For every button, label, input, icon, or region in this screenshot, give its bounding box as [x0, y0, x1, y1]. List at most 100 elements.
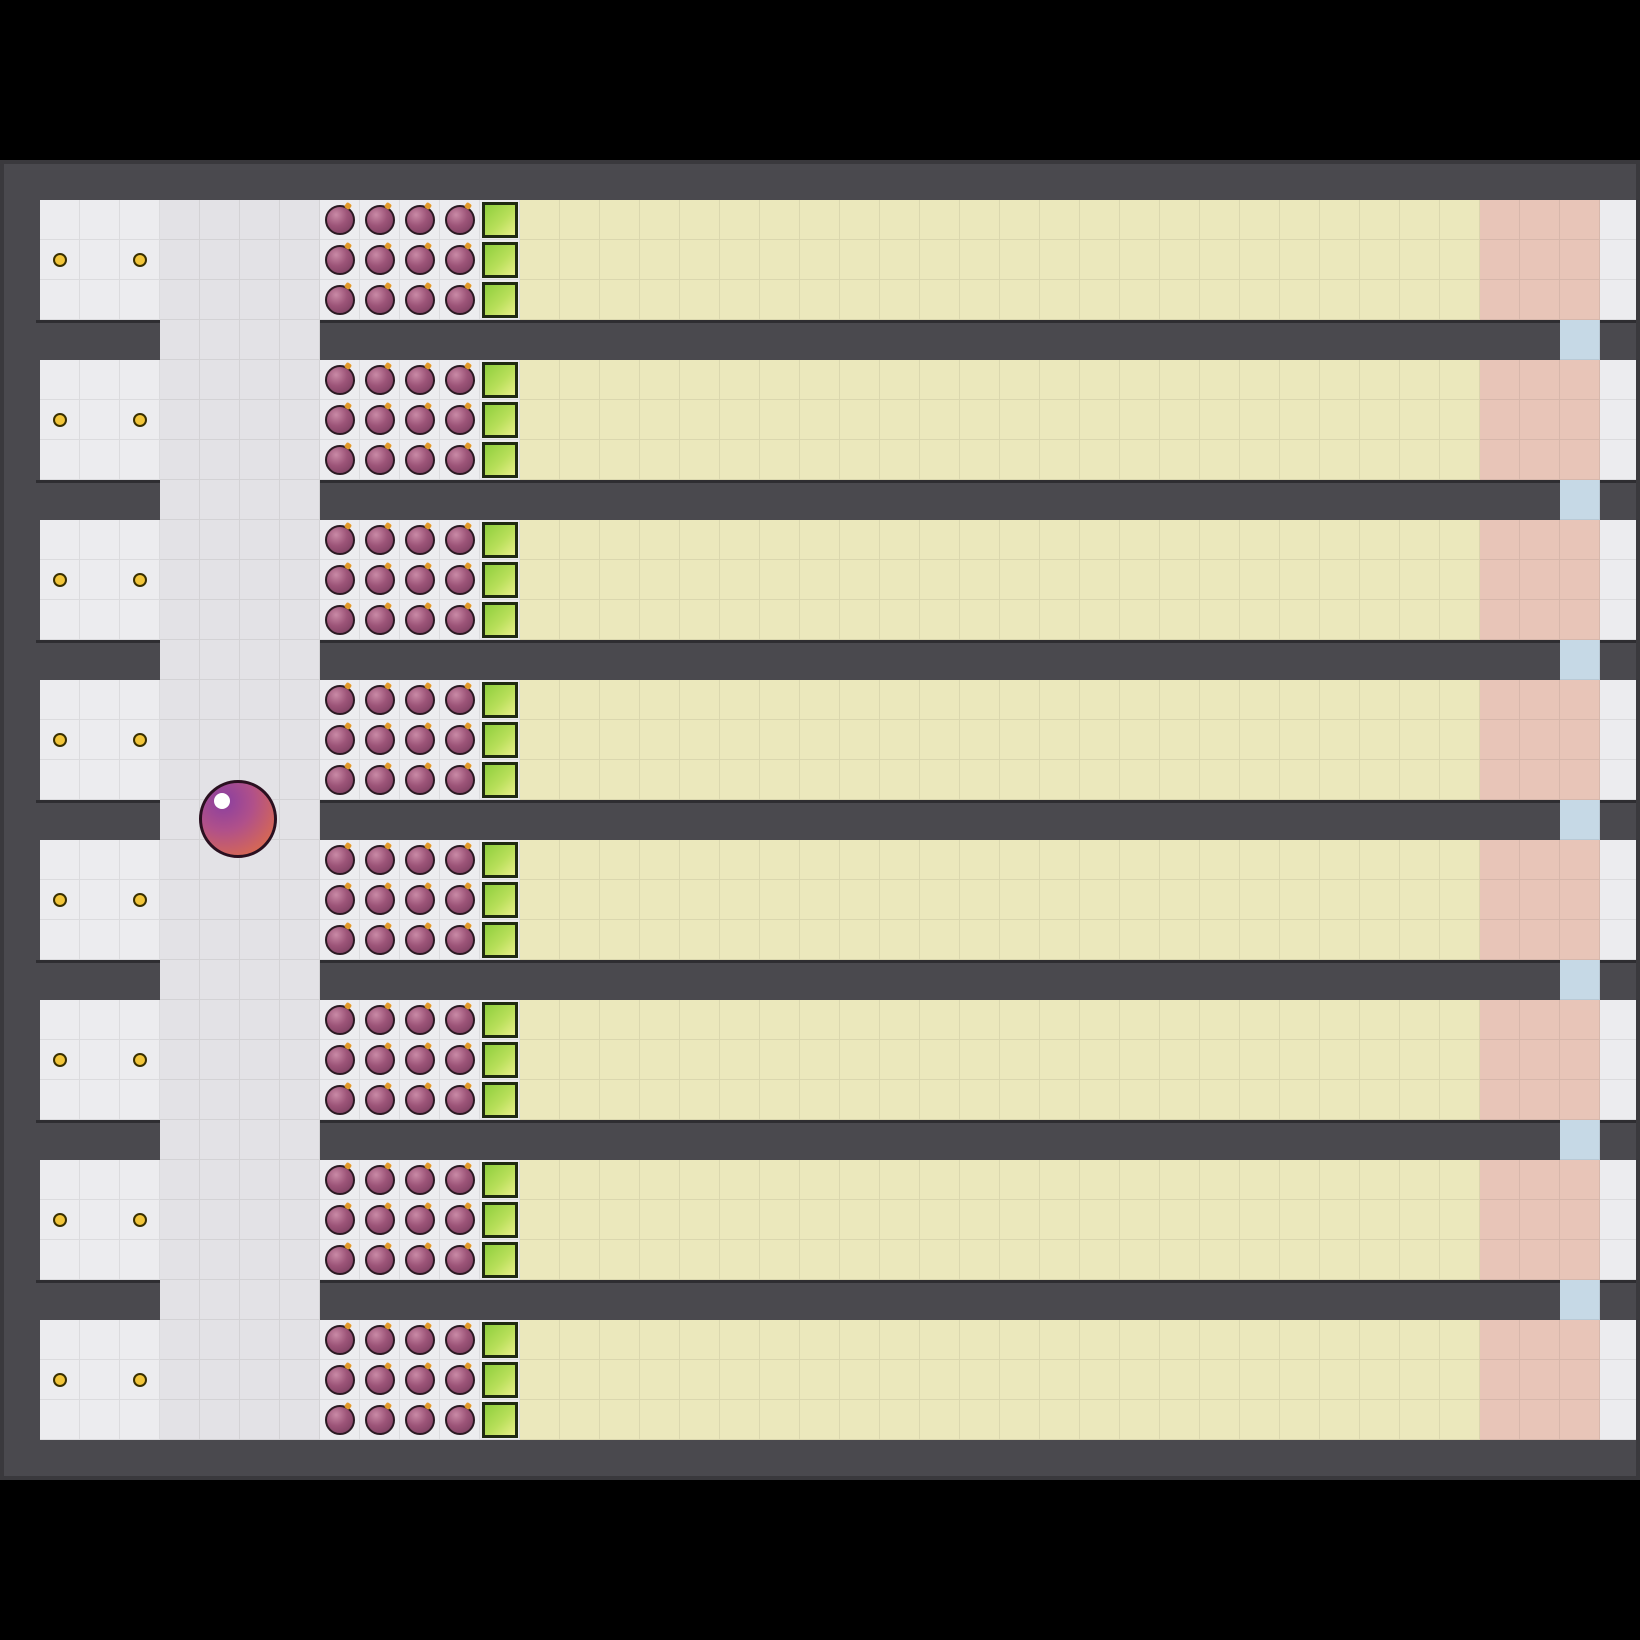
tile-grass: [1440, 920, 1480, 960]
tile-grass: [800, 1080, 840, 1120]
tile-danger: [1520, 520, 1560, 560]
tile-corridor: [160, 1240, 200, 1280]
tile-grass: [720, 520, 760, 560]
tile-grass: [1360, 680, 1400, 720]
tile-corridor: [240, 960, 280, 1000]
tile-grass: [680, 1000, 720, 1040]
tile-grass: [1120, 520, 1160, 560]
tile-grass: [1040, 1160, 1080, 1200]
tile-grass: [520, 1360, 560, 1400]
tile-grass: [1000, 440, 1040, 480]
tile-grass: [800, 560, 840, 600]
tile-grass: [800, 520, 840, 560]
tile-danger: [1480, 560, 1520, 600]
tile-corridor: [280, 480, 320, 520]
tile-grass: [1400, 1160, 1440, 1200]
tile-danger: [1560, 760, 1600, 800]
tile-grass: [1120, 1360, 1160, 1400]
tile-goal: [1600, 1040, 1640, 1080]
tile-floor: [120, 360, 160, 400]
wall-segment: [320, 1280, 1560, 1320]
tile-grass: [1200, 600, 1240, 640]
tile-grass: [680, 520, 720, 560]
tile-grass: [1240, 600, 1280, 640]
tile-grass: [680, 200, 720, 240]
tile-floor: [80, 920, 120, 960]
tile-corridor: [280, 640, 320, 680]
tile-danger: [1560, 1040, 1600, 1080]
tile-grass: [960, 1000, 1000, 1040]
tile-grass: [1040, 920, 1080, 960]
tile-floor: [80, 240, 120, 280]
wall-segment: [320, 320, 1560, 360]
tile-floor: [120, 1160, 160, 1200]
tile-danger: [1480, 1200, 1520, 1240]
tile-grass: [1400, 840, 1440, 880]
tile-grass: [1160, 1080, 1200, 1120]
tile-grass: [1280, 880, 1320, 920]
tile-corridor: [280, 1080, 320, 1120]
tile-corridor: [240, 680, 280, 720]
tile-danger: [1520, 200, 1560, 240]
tile-grass: [1000, 1400, 1040, 1440]
tile-floor: [40, 1080, 80, 1120]
tile-grass: [840, 400, 880, 440]
tile-grass: [600, 1320, 640, 1360]
tile-grass: [560, 720, 600, 760]
bomb-icon: [365, 1085, 395, 1115]
tile-grass: [1200, 760, 1240, 800]
tile-grass: [800, 240, 840, 280]
tile-grass: [1240, 1040, 1280, 1080]
tile-goal: [1600, 600, 1640, 640]
tile-floor: [80, 880, 120, 920]
tile-corridor: [280, 440, 320, 480]
bomb-icon: [365, 605, 395, 635]
tile-grass: [520, 280, 560, 320]
tile-grass: [840, 760, 880, 800]
bomb-icon: [405, 405, 435, 435]
tile-danger: [1560, 1000, 1600, 1040]
tile-floor: [80, 1080, 120, 1120]
tile-corridor: [280, 680, 320, 720]
tile-floor: [80, 1360, 120, 1400]
tile-grass: [600, 520, 640, 560]
bomb-icon: [325, 845, 355, 875]
tile-goal: [1600, 560, 1640, 600]
tile-grass: [840, 600, 880, 640]
tile-grass: [1400, 1400, 1440, 1440]
tile-grass: [1400, 920, 1440, 960]
tile-water: [1560, 960, 1600, 1000]
coin-icon: [53, 413, 67, 427]
tile-grass: [1200, 360, 1240, 400]
tile-corridor: [240, 1320, 280, 1360]
tile-danger: [1520, 720, 1560, 760]
tile-floor: [80, 840, 120, 880]
bomb-icon: [445, 245, 475, 275]
tile-floor: [80, 520, 120, 560]
coin-icon: [133, 573, 147, 587]
bomb-icon: [445, 205, 475, 235]
tile-floor: [120, 280, 160, 320]
tile-grass: [760, 1400, 800, 1440]
tile-grass: [600, 1080, 640, 1120]
tile-danger: [1520, 760, 1560, 800]
crate-icon: [482, 1162, 518, 1198]
tile-grass: [1160, 1400, 1200, 1440]
tile-grass: [1040, 600, 1080, 640]
tile-grass: [800, 1040, 840, 1080]
tile-grass: [920, 720, 960, 760]
tile-grass: [600, 1360, 640, 1400]
tile-corridor: [200, 640, 240, 680]
tile-grass: [960, 1400, 1000, 1440]
tile-grass: [1000, 200, 1040, 240]
tile-grass: [1400, 1000, 1440, 1040]
tile-grass: [1440, 1080, 1480, 1120]
tile-grass: [1440, 360, 1480, 400]
tile-grass: [1440, 1360, 1480, 1400]
tile-danger: [1560, 880, 1600, 920]
tile-grass: [560, 1040, 600, 1080]
tile-corridor: [280, 520, 320, 560]
crate-icon: [482, 762, 518, 798]
tile-grass: [1000, 560, 1040, 600]
wall-segment: [36, 1120, 160, 1160]
